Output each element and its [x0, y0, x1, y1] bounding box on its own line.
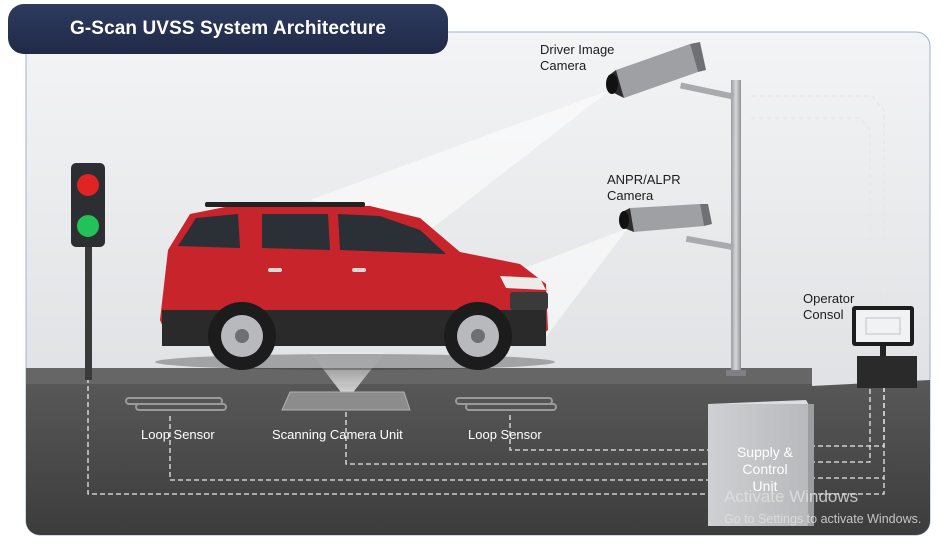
label-loop-sensor-left: Loop Sensor [141, 427, 215, 442]
camera-pole [679, 80, 746, 376]
anpr-camera [619, 204, 712, 232]
green-light [77, 215, 99, 237]
suv-car [155, 202, 555, 370]
activation-watermark-hint: Go to Settings to activate Windows. [724, 512, 922, 526]
driver-image-camera [606, 42, 706, 98]
label-anpr-camera: ANPR/ALPR Camera [607, 172, 681, 203]
label-driver-image-camera: Driver Image Camera [540, 42, 615, 73]
driver-camera-beam [310, 90, 610, 230]
operator-console [852, 306, 917, 388]
activation-watermark-title: Activate Windows [724, 487, 859, 506]
label-loop-sensor-right: Loop Sensor [468, 427, 542, 442]
label-operator-console: Operator Consol [803, 291, 855, 322]
page-title: G-Scan UVSS System Architecture [69, 18, 386, 39]
title-banner: G-Scan UVSS System Architecture [8, 4, 448, 54]
red-light [77, 174, 99, 196]
road-curb [26, 368, 812, 384]
scanning-camera-plate [281, 391, 411, 411]
scanner-beam [310, 352, 385, 400]
supply-control-box [708, 400, 814, 526]
label-scanning-camera-unit: Scanning Camera Unit [272, 427, 403, 442]
loop-sensor-left-coil [125, 397, 227, 411]
label-supply-control-unit: Supply & Control Unit [736, 444, 794, 494]
cable-routes [87, 95, 885, 495]
loop-sensor-right-coil [455, 397, 557, 411]
traffic-light [71, 163, 105, 380]
